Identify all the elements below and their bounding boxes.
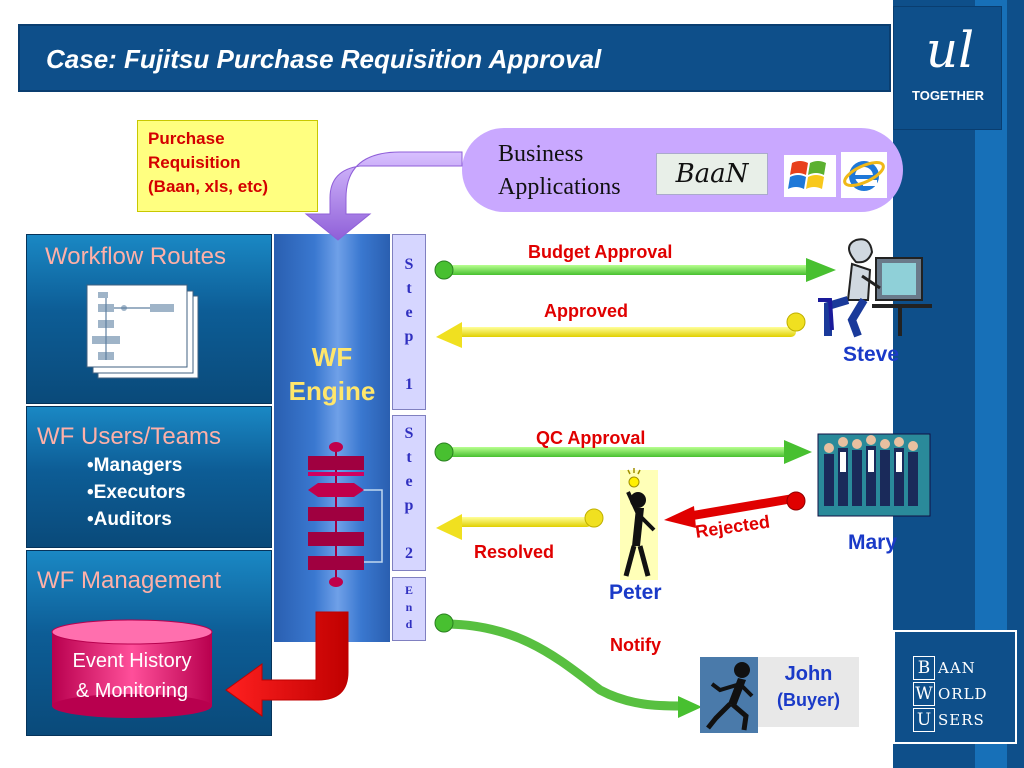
windows-icon bbox=[784, 155, 836, 197]
engine-to-history-arrow bbox=[225, 611, 349, 717]
notify-label: Notify bbox=[610, 635, 661, 655]
pr-line-1: Purchase bbox=[148, 129, 225, 148]
title-bar bbox=[18, 24, 891, 92]
end-char: E bbox=[404, 583, 413, 597]
approved-label: Approved bbox=[544, 301, 629, 321]
step1-char: p bbox=[404, 328, 414, 345]
bullet-auditors: •Auditors bbox=[87, 509, 172, 530]
mary-name: Mary bbox=[848, 531, 898, 554]
wf-engine-column bbox=[274, 234, 390, 642]
wf-management-title: WF Management bbox=[37, 567, 222, 594]
step2-char: 2 bbox=[405, 545, 413, 562]
notify-arrow bbox=[434, 613, 702, 718]
biz-line-1: Business bbox=[498, 141, 584, 167]
bwu-row-baan: B AAN bbox=[913, 656, 976, 680]
internet-explorer-icon bbox=[841, 152, 887, 198]
resolved-label: Resolved bbox=[474, 542, 555, 562]
event-line-2: & Monitoring bbox=[75, 680, 189, 702]
step-1-box: S t e p 1 bbox=[392, 234, 426, 410]
baan-logo: BaaN bbox=[656, 153, 768, 195]
wf-users-teams-title: WF Users/Teams bbox=[37, 423, 222, 450]
step2-char: t bbox=[406, 449, 412, 466]
bwu-row-users: U SERS bbox=[913, 708, 985, 732]
pr-line-3: (Baan, xls, etc) bbox=[148, 177, 268, 196]
john-runner-icon bbox=[700, 657, 758, 733]
business-applications-label: Business Applications bbox=[498, 138, 621, 204]
pr-line-2: Requisition bbox=[148, 153, 241, 172]
engine-line-2: Engine bbox=[288, 376, 376, 406]
end-char: n bbox=[405, 600, 413, 614]
together-logo bbox=[893, 6, 1002, 130]
workflow-routes-title: Workflow Routes bbox=[45, 243, 226, 270]
step-2-box: S t e p 2 bbox=[392, 415, 426, 571]
event-history-cylinder bbox=[51, 619, 213, 718]
bullet-executors: •Executors bbox=[87, 482, 186, 503]
together-logo-caption: TOGETHER bbox=[912, 88, 984, 103]
event-history-label: Event History & Monitoring bbox=[52, 646, 212, 706]
rejected-arrow bbox=[664, 491, 806, 528]
bwu-cap-b: B bbox=[913, 656, 935, 680]
end-char: d bbox=[405, 617, 413, 631]
qc-approval-arrow bbox=[434, 440, 812, 464]
step1-char: e bbox=[405, 304, 413, 321]
step2-char: p bbox=[404, 497, 414, 514]
step1-char: t bbox=[406, 280, 412, 297]
together-logo-mark: ul bbox=[925, 21, 975, 79]
bwu-rest-world: ORLD bbox=[938, 685, 988, 703]
bwu-rest-users: SERS bbox=[938, 711, 985, 729]
john-role: (Buyer) bbox=[776, 690, 840, 710]
step1-char: S bbox=[404, 256, 414, 273]
workflow-routes-icon bbox=[86, 284, 199, 379]
qc-approval-label: QC Approval bbox=[536, 428, 646, 448]
bwu-cap-w: W bbox=[913, 682, 935, 706]
flowchart-icon bbox=[308, 442, 383, 587]
step2-char: e bbox=[405, 473, 413, 490]
wf-users-teams-panel: WF Users/Teams •Managers •Executors •Aud… bbox=[26, 406, 272, 548]
bwu-cap-u: U bbox=[913, 708, 935, 732]
bullet-managers: •Managers bbox=[87, 455, 183, 476]
budget-approval-label: Budget Approval bbox=[528, 242, 673, 262]
resolved-arrow bbox=[436, 508, 604, 540]
bwu-rest-baan: AAN bbox=[938, 659, 976, 677]
business-to-engine-arrow bbox=[304, 151, 463, 241]
baan-world-users-logo: B AAN W ORLD U SERS bbox=[893, 630, 1017, 744]
john-name: John bbox=[784, 663, 833, 685]
page-title: Case: Fujitsu Purchase Requisition Appro… bbox=[46, 44, 602, 74]
biz-line-2: Applications bbox=[498, 174, 621, 200]
step1-char: 1 bbox=[405, 376, 413, 393]
john-label-box: John (Buyer) bbox=[758, 657, 859, 727]
step2-char: S bbox=[404, 425, 414, 442]
engine-line-1: WF bbox=[311, 342, 353, 372]
purchase-requisition-note: Purchase Requisition (Baan, xls, etc) bbox=[137, 120, 318, 212]
budget-approval-arrow bbox=[434, 258, 836, 282]
event-line-1: Event History bbox=[72, 650, 192, 672]
steve-name: Steve bbox=[843, 343, 900, 366]
peter-name: Peter bbox=[609, 581, 662, 604]
end-step-box: E n d bbox=[392, 577, 426, 641]
wf-engine-label: WF Engine bbox=[274, 340, 390, 408]
steve-computer-icon bbox=[818, 238, 932, 338]
bwu-row-world: W ORLD bbox=[913, 682, 988, 706]
peter-idea-icon bbox=[620, 468, 658, 580]
approved-arrow bbox=[436, 312, 806, 348]
mary-team-icon bbox=[817, 433, 931, 517]
